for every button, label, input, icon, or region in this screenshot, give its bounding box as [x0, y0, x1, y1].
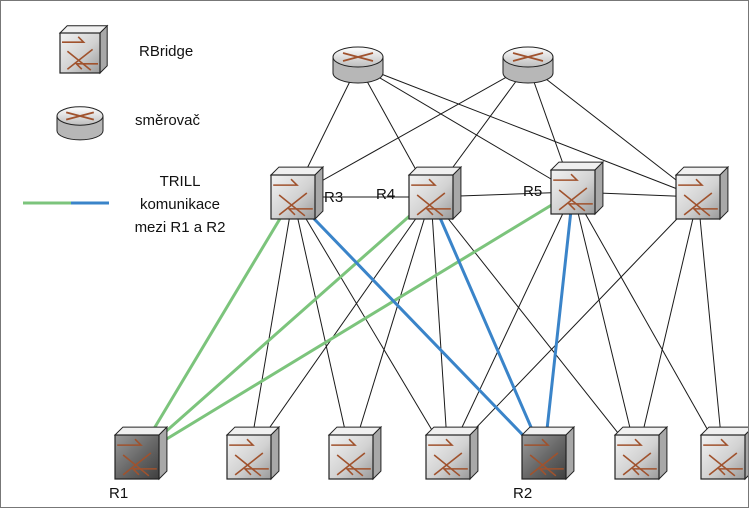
link-a1-e3	[292, 196, 352, 458]
rbridge-e1	[113, 425, 169, 481]
rbridge-e6	[613, 425, 669, 481]
label-r3: R3	[324, 189, 343, 206]
trill-paths-layer	[135, 190, 575, 459]
rbridge-a3	[549, 160, 605, 216]
link-a4-e6	[636, 196, 699, 458]
label-r5: R5	[523, 183, 542, 200]
link-a3-e4	[447, 191, 574, 458]
nodes-layer	[113, 46, 748, 481]
label-r2: R2	[513, 485, 532, 502]
link-rt1-a4	[357, 64, 699, 198]
link-a4-e4	[447, 196, 699, 458]
link-a2-e6	[430, 196, 638, 458]
link-a1-e4	[292, 196, 449, 458]
label-r1: R1	[109, 485, 128, 502]
legend-trill-line1: TRILL	[160, 173, 201, 190]
router-icon	[56, 106, 104, 141]
legend-router-device	[56, 106, 104, 141]
trill-path-e1-a3	[135, 190, 575, 459]
rbridge-a1	[269, 165, 325, 221]
trill-path-a2-e5	[429, 195, 546, 459]
trill-path-a3-e5	[542, 190, 575, 459]
link-a2-e2	[248, 196, 432, 458]
router-rt2	[502, 46, 554, 84]
rbridge-e3	[327, 425, 383, 481]
legend-rbridge-device	[58, 24, 109, 75]
router-rt1	[332, 46, 384, 84]
trill-path-e1-a1	[135, 195, 295, 459]
legend: RBridge směrovač TRILL komunikace mezi R…	[23, 24, 226, 236]
link-a4-e7	[697, 196, 724, 458]
link-rt2-a1	[292, 64, 529, 198]
links-layer	[248, 64, 724, 458]
link-a1-e2	[248, 196, 294, 458]
legend-router-label: směrovač	[135, 112, 201, 129]
rbridge-e2	[225, 425, 281, 481]
rbridge-a2	[407, 165, 463, 221]
link-a2-e4	[430, 196, 449, 458]
label-r4: R4	[376, 186, 395, 203]
rbridge-e4	[424, 425, 480, 481]
legend-rbridge-label: RBridge	[139, 43, 193, 60]
link-a3-e6	[572, 191, 638, 458]
trill-path-e1-a2	[135, 195, 433, 459]
link-a2-e3	[350, 196, 432, 458]
rbridge-icon	[58, 24, 109, 75]
rbridge-e7	[699, 426, 748, 481]
rbridge-a4	[674, 165, 730, 221]
link-rt2-a4	[527, 64, 699, 198]
legend-trill-line3: mezi R1 a R2	[135, 219, 226, 236]
link-a3-e7	[572, 191, 724, 458]
rbridge-e5	[520, 425, 576, 481]
legend-trill-line2: komunikace	[140, 196, 220, 213]
trill-path-a1-e5	[291, 195, 546, 459]
link-rt1-a3	[357, 64, 574, 193]
